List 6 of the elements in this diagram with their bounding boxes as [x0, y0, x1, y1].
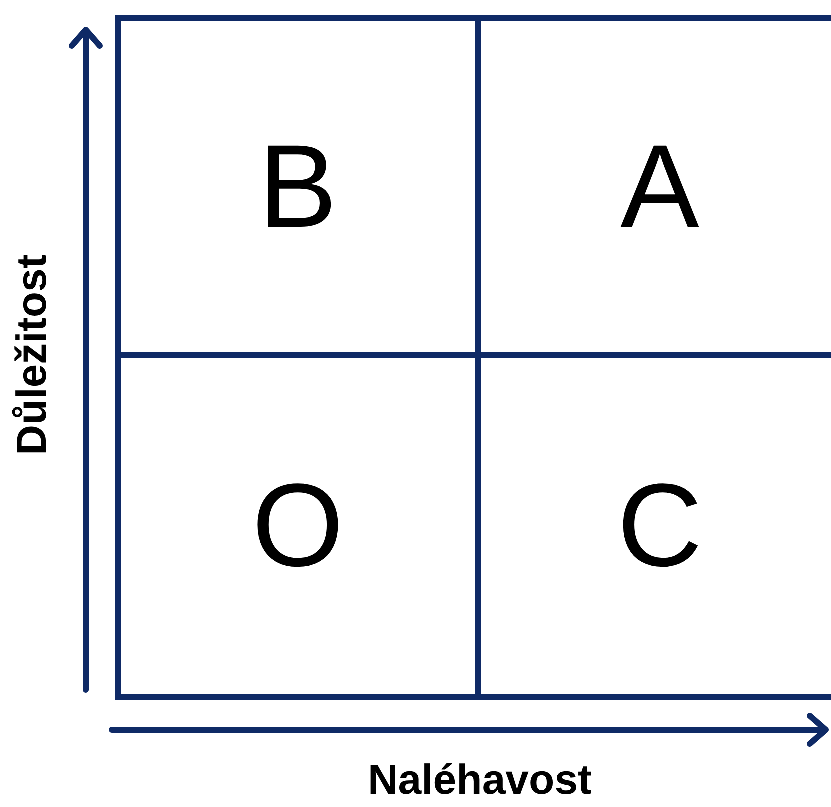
- quadrant-letter: B: [258, 128, 338, 246]
- axis-label: Důležitost: [11, 254, 53, 456]
- quadrant-letter: A: [620, 128, 700, 246]
- axis-label: Naléhavost: [368, 758, 592, 800]
- quadrant-letter: O: [252, 467, 344, 585]
- quadrant-letter: C: [617, 467, 703, 585]
